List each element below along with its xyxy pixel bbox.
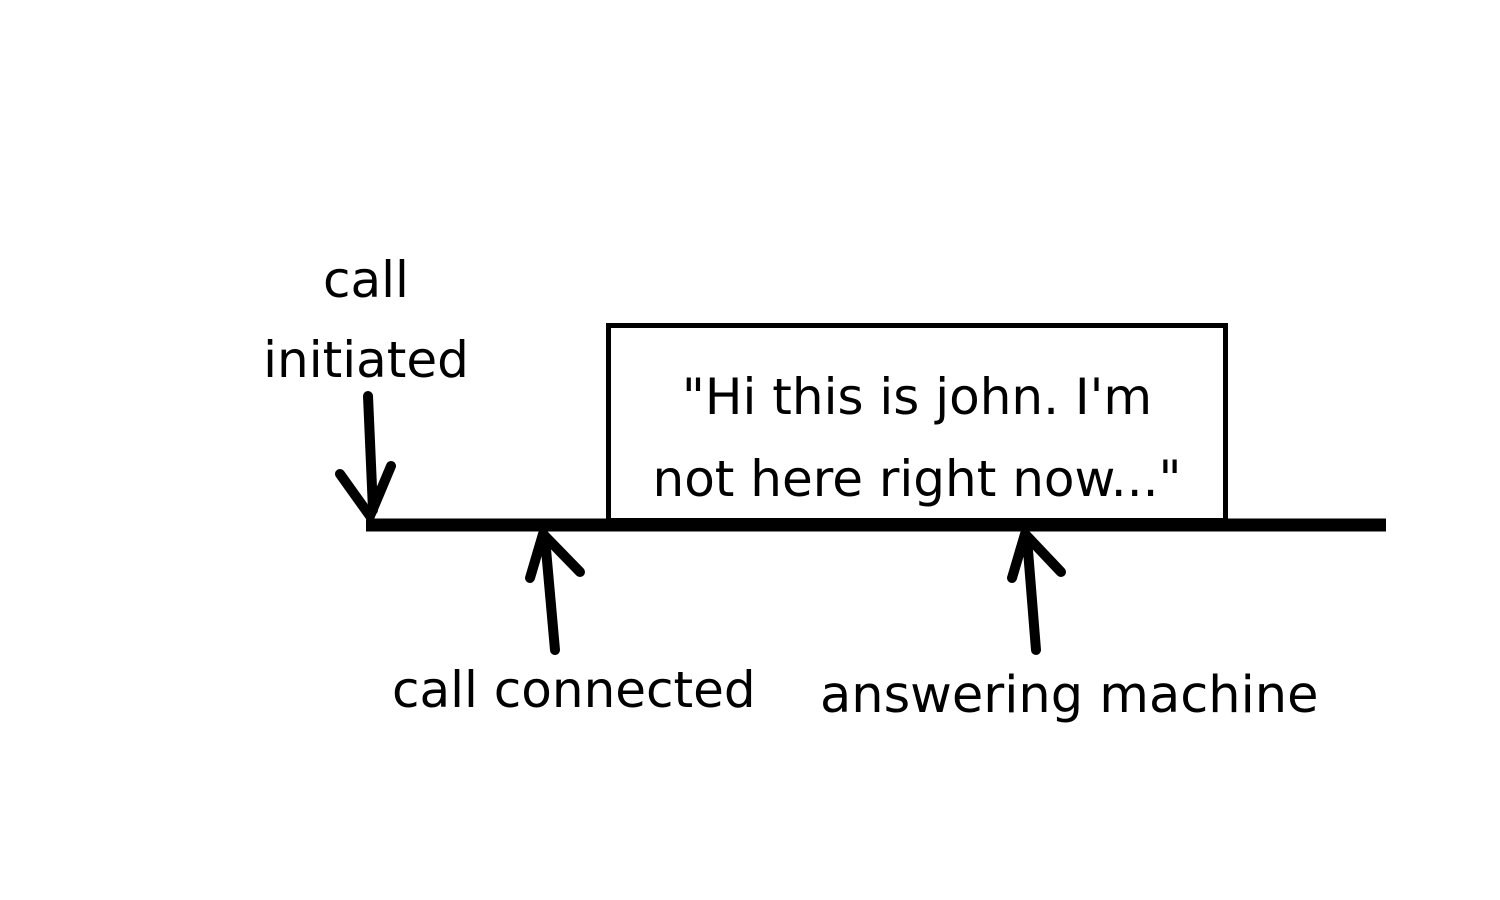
call-initiated-arrow xyxy=(335,391,396,521)
message-line2: not here right now..." xyxy=(652,450,1182,508)
message-line1: "Hi this is john. I'm xyxy=(681,368,1153,426)
call-initiated-line1: call xyxy=(323,251,409,309)
answering-message-text: "Hi this is john. I'm not here right now… xyxy=(611,356,1223,520)
call-connected-label: call connected xyxy=(392,661,756,719)
answering-machine-label: answering machine xyxy=(820,666,1319,725)
call-initiated-label: call initiated xyxy=(256,240,476,400)
answering-message-box: "Hi this is john. I'm not here right now… xyxy=(606,323,1228,523)
answering-machine-arrow xyxy=(1007,529,1066,655)
call-initiated-line2: initiated xyxy=(263,331,469,389)
call-connected-arrow xyxy=(525,529,585,655)
